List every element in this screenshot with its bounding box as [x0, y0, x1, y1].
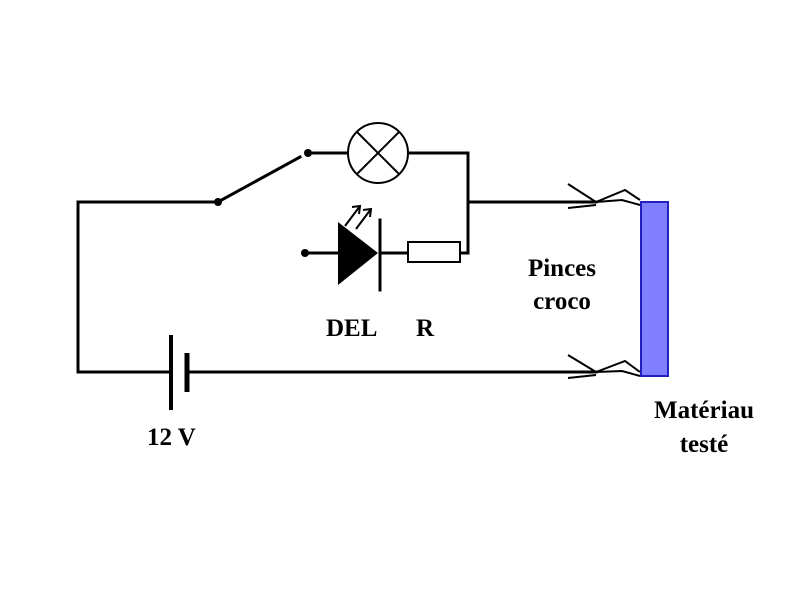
label-led: DEL	[326, 315, 377, 342]
lamp-cross-b	[356, 131, 400, 175]
wire-left-loop	[76, 200, 220, 374]
led-triangle	[338, 222, 378, 285]
led-light-arrows	[344, 204, 373, 230]
label-resistor: R	[416, 315, 435, 342]
material-sample	[640, 201, 669, 377]
label-material-line1: Matériau	[654, 397, 754, 424]
switch-pivot	[214, 198, 222, 206]
resistor	[407, 241, 461, 263]
lamp	[347, 122, 409, 184]
label-clips-line2: croco	[533, 288, 591, 315]
label-material-line2: testé	[680, 431, 729, 458]
clip-bottom-upper-jaw	[567, 354, 641, 374]
clip-top	[567, 183, 641, 209]
clip-top-upper-jaw	[567, 183, 641, 204]
wires	[76, 151, 598, 374]
label-battery: 12 V	[147, 424, 196, 451]
led	[301, 204, 410, 292]
switch	[214, 149, 312, 206]
clip-top-lower-jaw	[595, 198, 641, 206]
label-clips-line1: Pinces	[528, 255, 596, 282]
switch-lever	[215, 154, 303, 205]
clip-bottom	[567, 354, 641, 379]
clip-bottom-lower-jaw	[595, 369, 641, 377]
switch-contact	[304, 149, 312, 157]
battery	[169, 335, 190, 410]
